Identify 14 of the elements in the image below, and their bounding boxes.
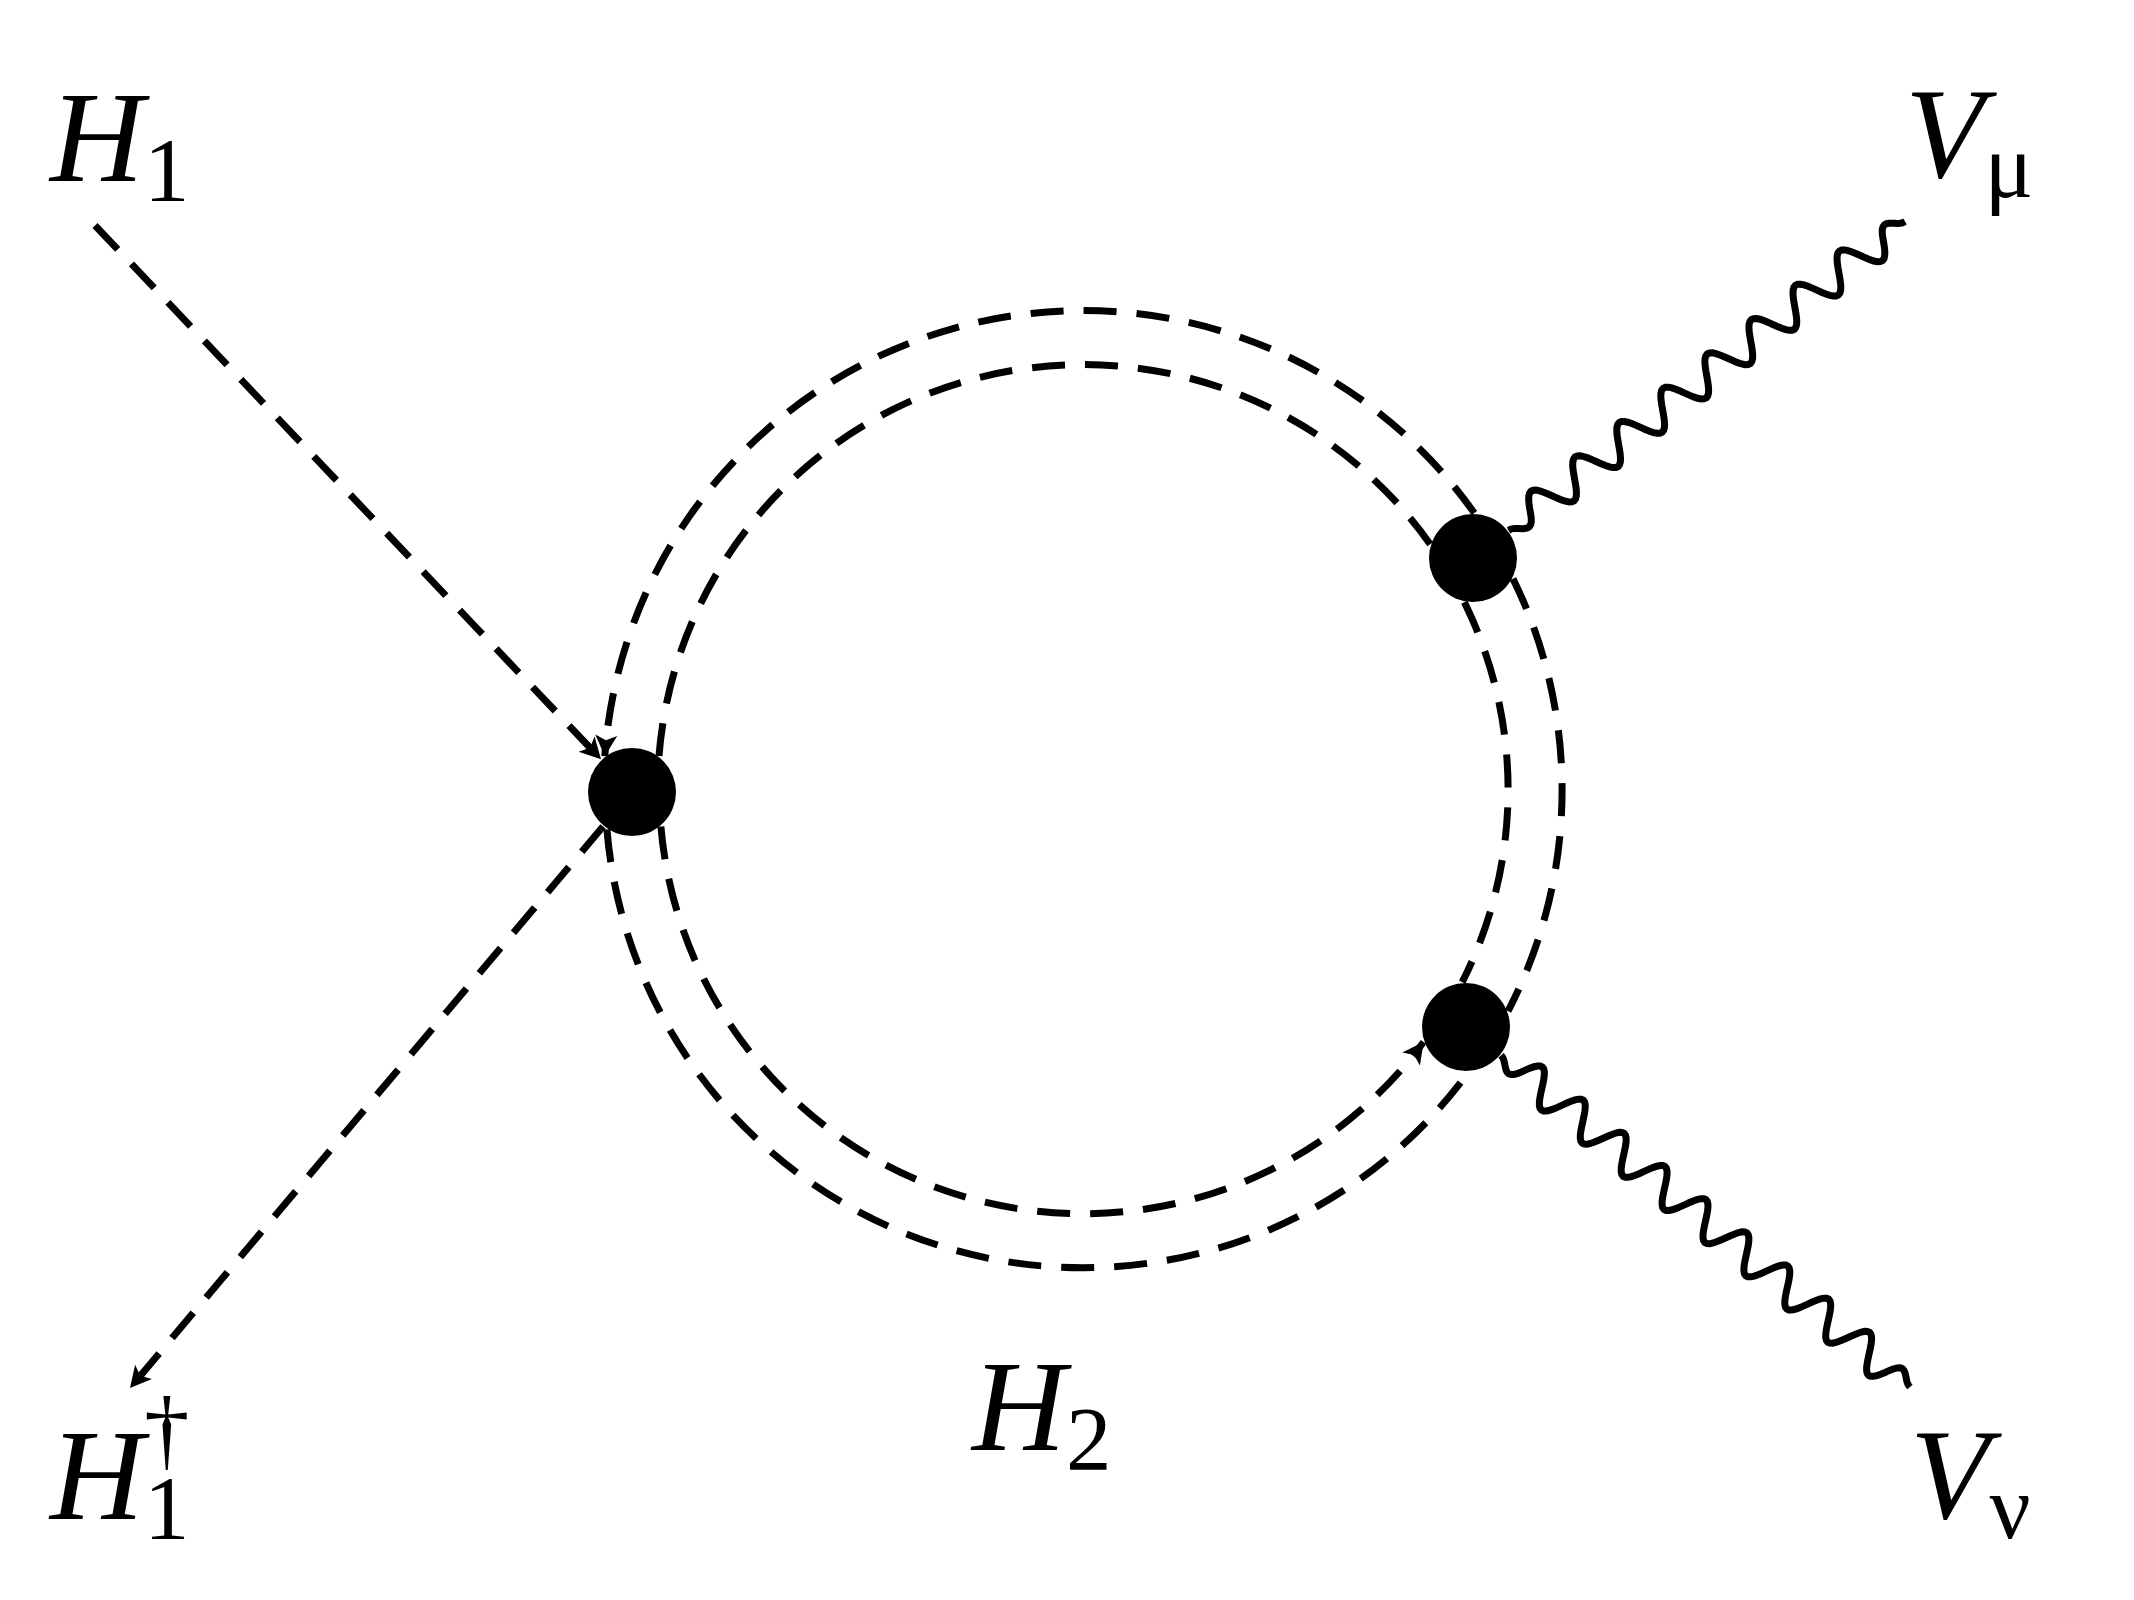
dashed-arc xyxy=(655,361,1433,757)
particle-label: H$_{1}$ xyxy=(50,50,190,226)
dashed-arc xyxy=(1504,577,1566,1013)
particle-label: V$_{ν}$ xyxy=(1910,1387,2031,1563)
dashed-arc xyxy=(1458,600,1512,984)
vertex-dot xyxy=(588,748,676,836)
wavy-line xyxy=(1497,1053,1914,1389)
dashed-line xyxy=(127,824,606,1391)
dashed-arc xyxy=(657,826,1427,1217)
wavy-line xyxy=(1507,218,1907,534)
propagator-label: H$_{2}$ xyxy=(972,1333,1112,1492)
particle-label: V$_{μ}$ xyxy=(1905,46,2034,222)
dashed-arc xyxy=(596,307,1477,757)
dashed-line xyxy=(92,223,604,762)
